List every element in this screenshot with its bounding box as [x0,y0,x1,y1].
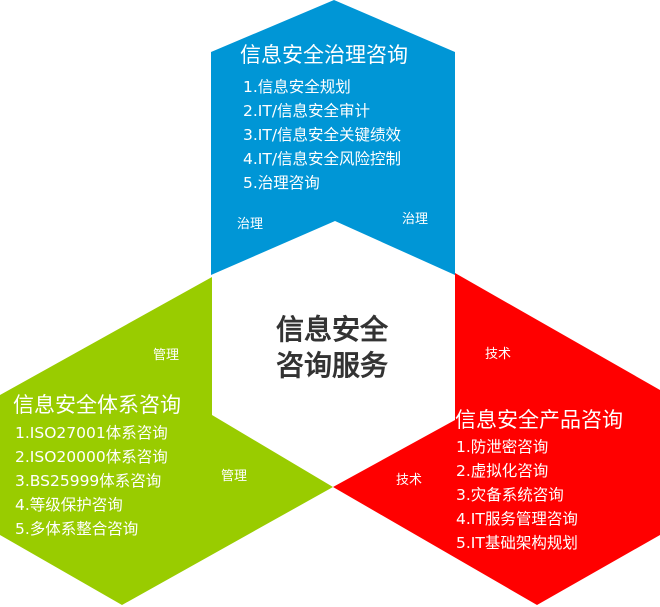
management-edge-label: 管理 [153,348,180,363]
technology-shape [333,273,660,605]
governance-title: 信息安全治理咨询 [240,43,408,67]
technology-edge-label: 技术 [396,473,423,488]
technology-item: 1.防泄密咨询 [456,438,549,456]
governance-shape [211,0,455,275]
technology-edge-label: 技术 [485,347,512,362]
technology-item: 3.灾备系统咨询 [456,486,564,504]
management-item: 1.ISO27001体系咨询 [15,424,168,442]
governance-item: 4.IT/信息安全风险控制 [243,150,402,168]
technology-item: 5.IT基础架构规划 [456,534,578,552]
technology-item: 2.虚拟化咨询 [456,462,549,480]
center-title-line2: 咨询服务 [275,349,388,382]
technology-title: 信息安全产品咨询 [455,408,623,432]
management-shape [0,277,333,605]
center-title-line1: 信息安全 [275,313,388,346]
governance-edge-label: 治理 [402,212,429,227]
governance-item: 1.信息安全规划 [243,78,351,96]
management-item: 5.多体系整合咨询 [15,520,139,538]
management-item: 2.ISO20000体系咨询 [15,448,168,466]
management-edge-label: 管理 [221,469,248,484]
governance-item: 2.IT/信息安全审计 [243,102,371,120]
governance-item: 5.治理咨询 [243,174,320,192]
technology-item: 4.IT服务管理咨询 [456,510,578,528]
management-title: 信息安全体系咨询 [13,393,181,417]
management-item: 4.等级保护咨询 [15,496,123,514]
management-item: 3.BS25999体系咨询 [15,472,162,490]
governance-edge-label: 治理 [237,217,264,232]
governance-item: 3.IT/信息安全关键绩效 [243,126,402,144]
center-title: 信息安全 咨询服务 [262,312,402,384]
